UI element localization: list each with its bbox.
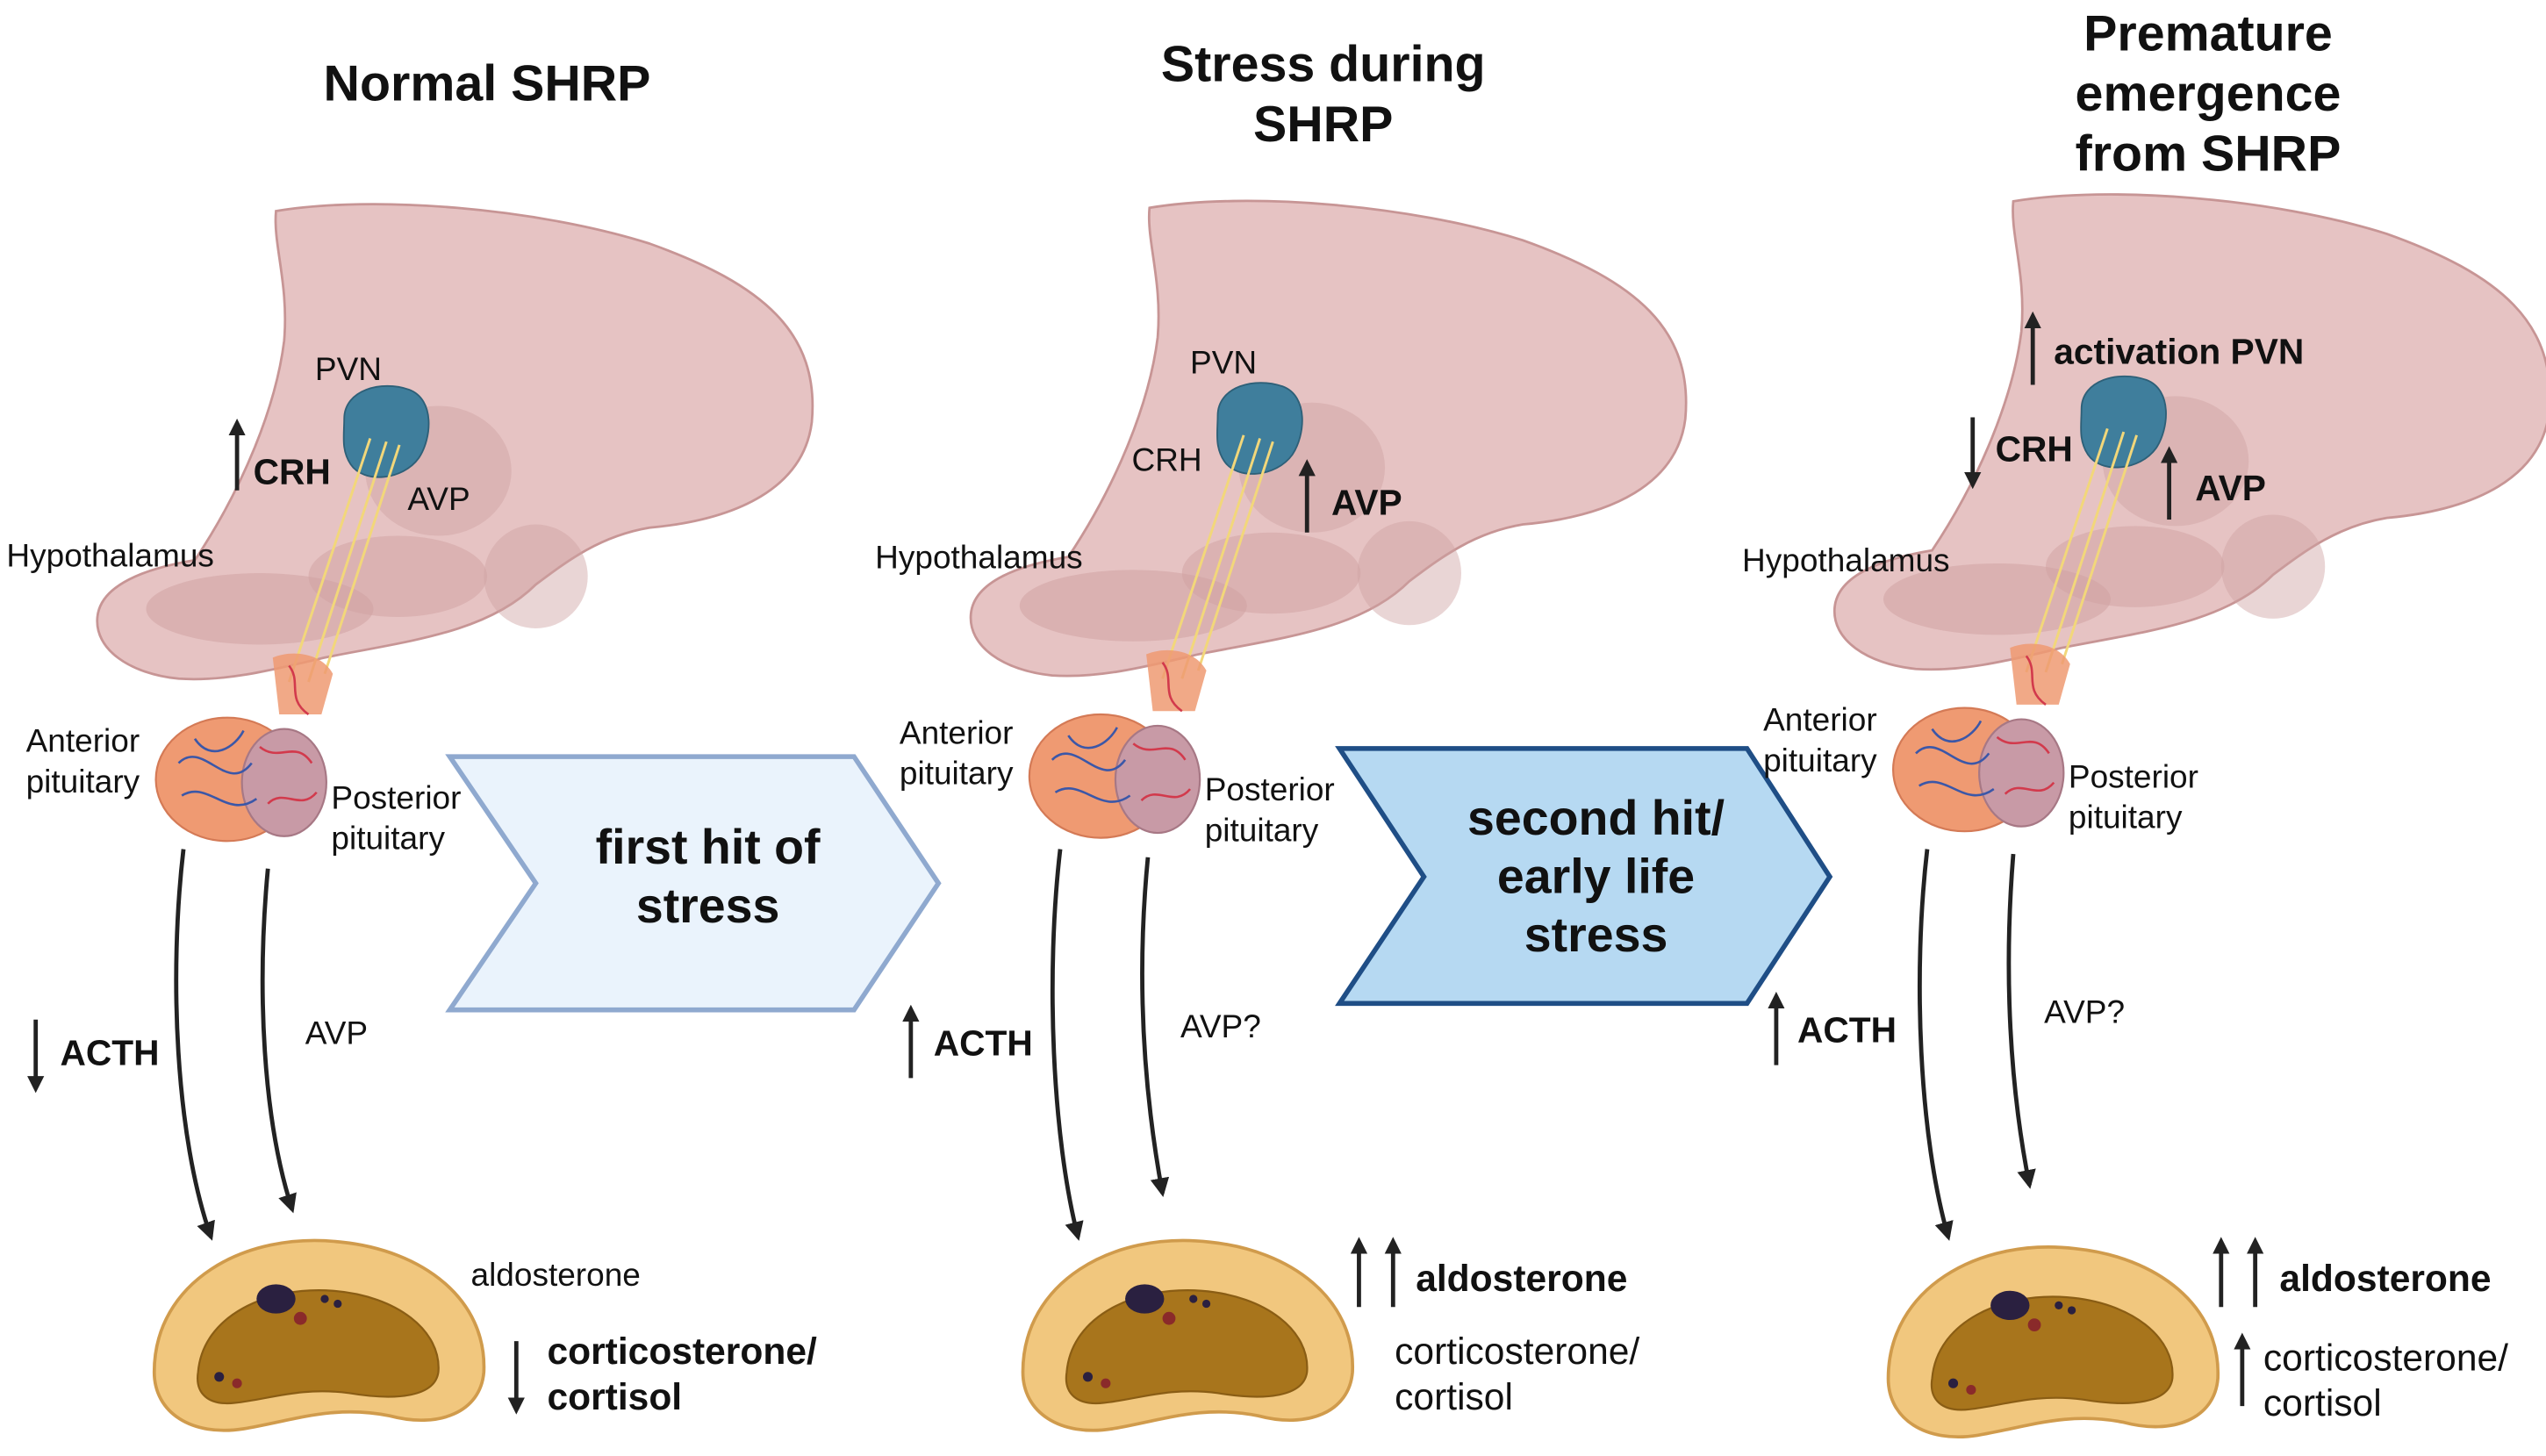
panel-1-anatomy: [96, 203, 814, 843]
panel-3-crh-label: CRH: [1995, 428, 2073, 470]
avp-pathway-arrow: [260, 868, 297, 1214]
panel-1-posterior-pituitary-label: Posterior pituitary: [331, 780, 462, 857]
panel-2-crh-label: CRH: [1131, 443, 1202, 479]
avp-pathway-arrow: [1140, 857, 1170, 1198]
adrenal-vessel: [1125, 1284, 1165, 1314]
panel-3-pvn-label: activation PVN: [2054, 331, 2305, 372]
avp-pathway-arrow: [2006, 853, 2036, 1189]
pituitary-vessels-blue: [177, 729, 258, 807]
panel-3-avp-label: AVP: [2195, 467, 2266, 509]
panel-2-title: Stress during SHRP: [1160, 35, 1486, 153]
mammillary-body: [1357, 520, 1461, 626]
adrenal-dot: [1189, 1295, 1198, 1303]
transition-chevron-2: [1335, 746, 1833, 1007]
pituitary-vessels-red: [1996, 655, 2055, 795]
panel-2-avp-path-label: AVP?: [1180, 1009, 1261, 1046]
transition-label-2: second hit/ early life stress: [1467, 792, 1725, 964]
panel-3-acth-label: ACTH: [1797, 1009, 1897, 1051]
acth-pathway-arrow: [1918, 849, 1954, 1241]
panel-2-pvn-label: PVN: [1190, 346, 1258, 382]
axon-line: [1180, 438, 1262, 679]
panel-3-avp-path-label: AVP?: [2044, 995, 2126, 1031]
pituitary-stalk: [2010, 643, 2070, 705]
panel-1-acth-label: ACTH: [60, 1032, 160, 1073]
adrenal-dot: [214, 1372, 225, 1382]
adrenal-dot: [1082, 1372, 1094, 1382]
pituitary-vessels-blue: [1051, 727, 1131, 803]
brain-shape: [969, 199, 1688, 678]
adrenal-dot: [1101, 1378, 1111, 1388]
panel-2-anatomy: [969, 199, 1688, 839]
adrenal-dot: [1201, 1299, 1211, 1309]
panel-3-anterior-pituitary-label: Anterior pituitary: [1763, 703, 1877, 779]
panel-1-pvn-label: PVN: [314, 352, 382, 389]
panel-1-avp-label: AVP: [407, 482, 470, 519]
panel-3-posterior-pituitary-label: Posterior pituitary: [2068, 759, 2198, 836]
axon-line: [2061, 434, 2139, 665]
transition-chevron-1: [445, 754, 942, 1013]
adrenal-dot: [1948, 1378, 1959, 1388]
brain-shape: [96, 203, 814, 681]
adrenal-dot: [2067, 1306, 2076, 1315]
adrenal-dot: [1966, 1385, 1976, 1395]
adrenal-dot: [333, 1299, 342, 1309]
panel-1-title: Normal SHRP: [323, 54, 651, 112]
panel-1-crh-label: CRH: [253, 451, 331, 492]
axon-line: [2025, 427, 2109, 673]
pituitary-stalk: [272, 653, 333, 714]
adrenal-dot: [293, 1311, 307, 1325]
acth-pathway-arrow: [174, 849, 215, 1241]
pituitary-vessels-blue: [1915, 720, 1995, 797]
pituitary-vessels-red: [1132, 661, 1192, 802]
transition-label-1: first hit of stress: [595, 821, 821, 934]
axon-line: [323, 444, 401, 675]
brain-shape: [1833, 193, 2546, 671]
panel-2-cortisol-label: corticosterone/ cortisol: [1395, 1330, 1640, 1418]
panel-3-hypothalamus-label: Hypothalamus: [1742, 543, 1950, 580]
panel-1-adrenal-gland: [152, 1238, 486, 1432]
adrenal-vessel: [256, 1284, 296, 1314]
panel-2-adrenal-gland: [1021, 1238, 1354, 1432]
panel-1-cortisol-label: corticosterone/ cortisol: [547, 1330, 817, 1418]
mammillary-body: [2220, 514, 2326, 619]
panel-3-adrenal-gland: [1886, 1245, 2220, 1438]
panel-2-aldosterone-label: aldosterone: [1416, 1256, 1628, 1299]
panel-3-anatomy: [1833, 193, 2546, 833]
axon-line: [1161, 434, 1245, 679]
mammillary-body: [484, 524, 588, 628]
panel-1-anterior-pituitary-label: Anterior pituitary: [25, 724, 140, 801]
panel-2-avp-label: AVP: [1331, 482, 1402, 523]
panel-3-aldosterone-label: aldosterone: [2279, 1256, 2492, 1299]
panel-2-anterior-pituitary-label: Anterior pituitary: [899, 715, 1014, 793]
adrenal-dot: [2027, 1318, 2041, 1331]
hypothalamus-nucleus: [308, 535, 487, 617]
panel-1-aldosterone-label: aldosterone: [470, 1258, 641, 1295]
panel-1-avp-path-label: AVP: [305, 1016, 369, 1052]
panel-1-hypothalamus-label: Hypothalamus: [6, 539, 214, 575]
pituitary-stalk: [1146, 649, 1207, 712]
adrenal-dot: [2055, 1301, 2063, 1310]
axon-line: [307, 441, 388, 683]
adrenal-dot: [320, 1295, 329, 1303]
adrenal-vessel: [1990, 1290, 2030, 1321]
hypothalamus-nucleus: [1181, 532, 1361, 614]
panel-2-hypothalamus-label: Hypothalamus: [875, 541, 1083, 577]
acth-pathway-arrow: [1050, 849, 1084, 1241]
panel-2-posterior-pituitary-label: Posterior pituitary: [1204, 772, 1335, 850]
panel-2-acth-label: ACTH: [933, 1022, 1033, 1064]
pituitary-vessels-red: [259, 664, 318, 805]
hypothalamus-nucleus: [2046, 526, 2225, 607]
adrenal-dot: [232, 1378, 242, 1388]
panel-3-title: Premature emergence from SHRP: [2075, 4, 2342, 183]
adrenal-dot: [1162, 1311, 1176, 1325]
axon-line: [2044, 431, 2126, 673]
panel-3-cortisol-label: corticosterone/ cortisol: [2263, 1336, 2508, 1424]
axon-line: [1196, 441, 1274, 671]
axon-line: [287, 438, 372, 683]
